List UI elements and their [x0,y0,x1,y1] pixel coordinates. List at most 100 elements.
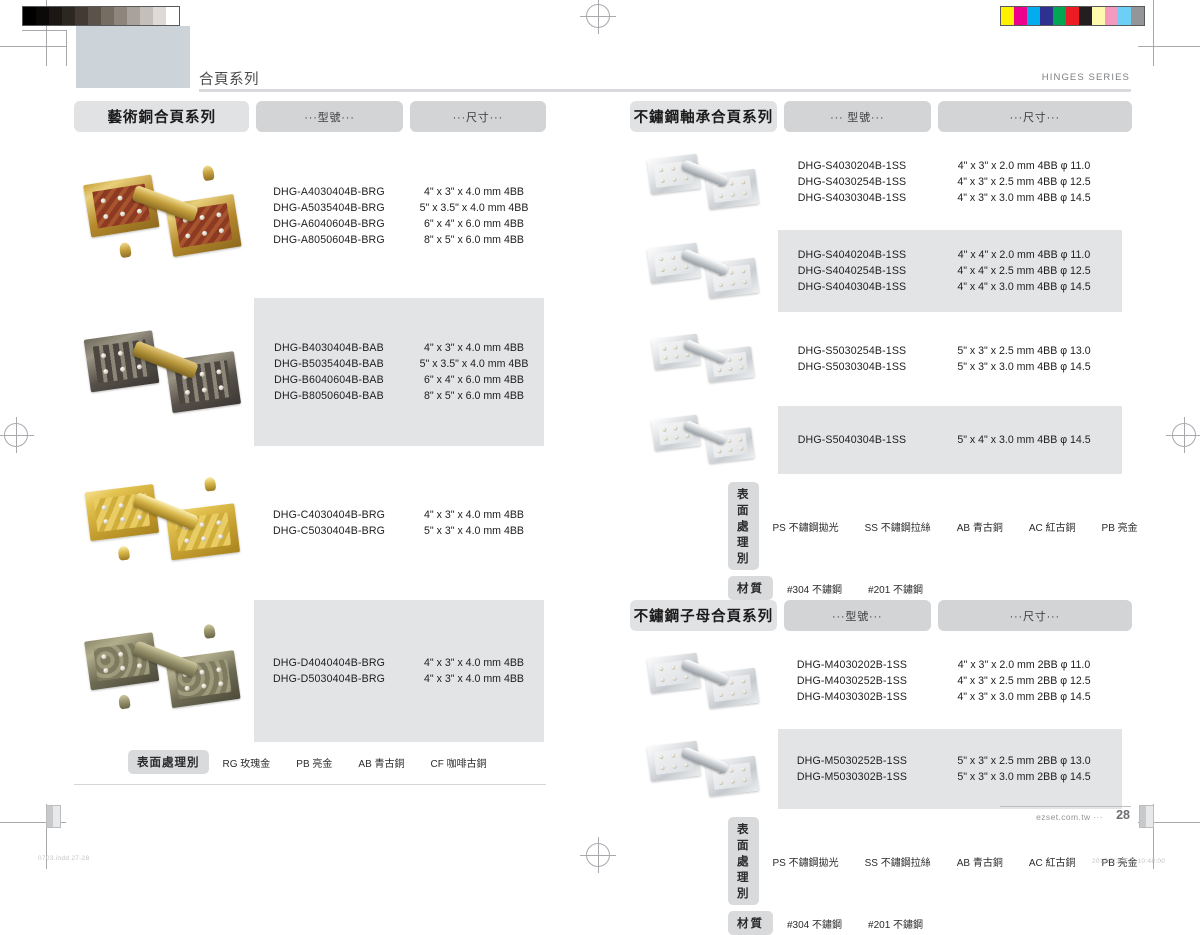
legend-option: PB 亮金 [1101,522,1138,534]
model-code: DHG-S5030254B-1SS [797,344,907,357]
swatch-6 [101,7,114,25]
section-ss-parliament: 不鏽鋼子母合頁系列···型號······尺寸···DHG-M4030202B-1… [630,600,1138,935]
registration-mark-right [1166,417,1200,453]
legend-option: #304 不鏽鋼 [787,584,843,596]
model-code: DHG-M4030252B-1SS [796,674,908,687]
product-row[interactable]: DHG-D4040404B-BRG DHG-D5030404B-BRG 4" x 3… [74,600,546,742]
model-code: DHG-D5030404B-BRG [272,673,386,685]
hinge-finial [118,241,132,258]
swatch-2 [49,7,62,25]
crop-mark-tr-v [1153,0,1154,66]
product-image-cell [630,230,778,312]
legend-label: 表面處理別 [128,750,209,774]
page-title: 合頁系列 [199,72,259,88]
product-image-cell [74,600,254,742]
registration-mark-top [580,0,616,34]
product-row[interactable]: DHG-S5040304B-1SS 5" x 4" x 3.0 mm 4BB φ … [630,406,1132,474]
legend-option: #304 不鏽鋼 [787,919,843,931]
footer-website: ezset.com.tw ··· [1036,812,1103,822]
section-title: 不鏽鋼子母合頁系列 [630,600,777,631]
column-header-model: ···型號··· [256,101,403,132]
section-title: 藝術銅合頁系列 [74,101,250,132]
product-image-cell [630,406,778,474]
swatch-11 [166,7,179,25]
swatch-8 [1105,7,1118,25]
model-code: DHG-M5030302B-1SS [796,771,908,783]
legend-option: PB 亮金 [1101,857,1138,869]
model-code: DHG-S5040304B-1SS [797,433,907,446]
section-ss-bearing: 不鏽鋼軸承合頁系列··· 型號······尺寸···DHG-S4030204B-… [630,101,1138,600]
grayscale-calibration-strip [22,6,180,26]
hinge-leaf [84,632,160,691]
product-image-greek-key-bronze [83,315,245,430]
crop-mark-br-h [1138,822,1200,823]
column-header-size: ···尺寸··· [937,101,1132,132]
column-header-model: ···型號··· [783,600,931,631]
column-header-size: ···尺寸··· [409,101,546,132]
swatch-5 [88,7,101,25]
product-image-cell [630,320,778,398]
legend-option: AB 青古銅 [956,857,1003,869]
print-timestamp: 2017/7/3 下午 10:48:00 [1092,858,1166,865]
legend-option: PB 亮金 [296,758,333,770]
legend-label: 表面處理別 [728,817,759,905]
size-spec: 4" x 3" x 4.0 mm 4BB [424,341,524,354]
legend-option: PS 不鏽鋼拋光 [772,522,839,534]
size-spec: 4" x 3" x 2.5 mm 4BB φ 12.5 [957,175,1091,188]
swatch-0 [23,7,36,25]
crop-mark-tl-h [0,46,66,47]
product-image-cell [74,298,254,446]
size-spec: 5" x 3" x 3.0 mm 4BB φ 14.5 [957,361,1091,373]
swatch-7 [114,7,127,25]
legend-row-material: 材質#304 不鏽鋼#201 不鏽鋼 [728,576,1132,600]
hinge-finial [117,694,131,710]
size-spec: 5" x 4" x 3.0 mm 4BB φ 14.5 [957,433,1091,446]
footer-divider [1000,806,1131,807]
size-spec: 4" x 4" x 2.0 mm 4BB φ 11.0 [957,248,1091,261]
model-code-cell: DHG-D4040404B-BRG DHG-D5030404B-BRG [254,600,404,742]
swatch-3 [62,7,75,25]
column-header-model: ··· 型號··· [783,101,931,132]
swatch-7 [1092,7,1105,25]
size-spec: 4" x 3" x 4.0 mm 4BB [424,508,524,521]
size-spec: 4" x 3" x 3.0 mm 2BB φ 14.5 [957,691,1091,704]
size-spec: 4" x 3" x 2.0 mm 2BB φ 11.0 [957,658,1091,671]
swatch-2 [1027,7,1040,25]
size-spec: 4" x 3" x 2.5 mm 2BB φ 12.5 [957,674,1091,687]
legend-option: AB 青古銅 [956,522,1003,534]
size-spec: 5" x 3" x 2.5 mm 2BB φ 13.0 [957,754,1091,767]
page-title-english: HINGES SERIES [1041,72,1130,83]
product-image-ss-hinge [646,234,762,309]
model-code: DHG-S4040204B-1SS [797,248,907,261]
legend-option: AC 紅古銅 [1028,857,1076,869]
product-image-ss-hinge [646,145,762,220]
left-column: 藝術銅合頁系列···型號······尺寸···DHG-A4030404B-BRG… [74,101,546,785]
model-code: DHG-A6040604B-BRG [273,218,385,230]
legend-option: PS 不鏽鋼拋光 [772,857,839,869]
model-code: DHG-M4030202B-1SS [796,658,908,671]
size-spec: 4" x 4" x 2.5 mm 4BB φ 12.5 [957,264,1091,277]
swatch-1 [36,7,49,25]
size-spec: 4" x 3" x 4.0 mm 4BB [424,656,524,669]
model-code: DHG-A5035404B-BRG [273,201,385,214]
swatch-9 [140,7,153,25]
crop-mark-br-v [1153,804,1154,869]
header-color-block [76,26,190,88]
size-spec: 6" x 4" x 6.0 mm 4BB [424,374,524,386]
model-code: DHG-D4040404B-BRG [272,656,386,669]
